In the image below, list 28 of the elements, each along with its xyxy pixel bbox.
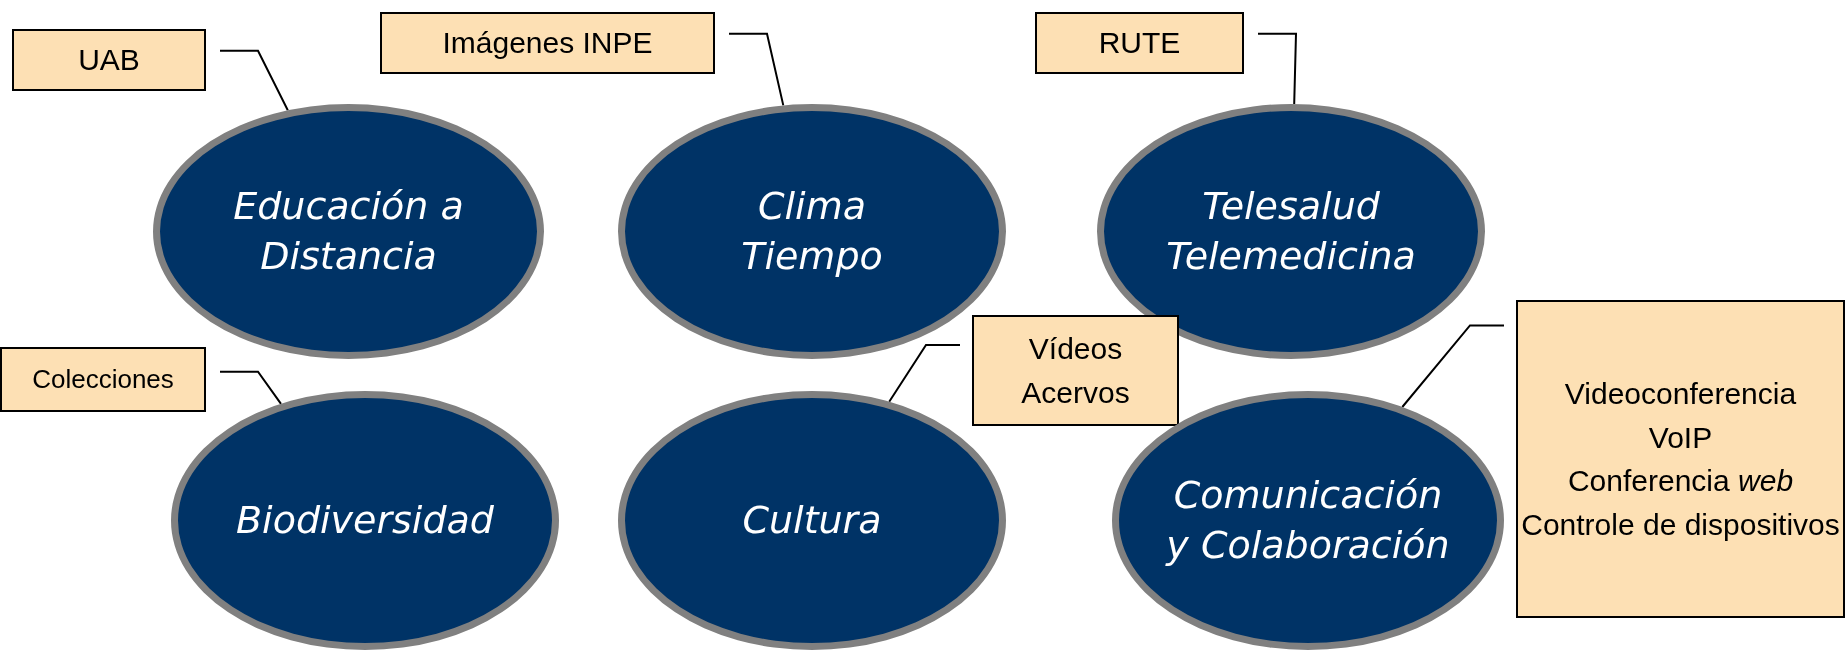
- callout-box: [0, 347, 206, 412]
- callout-box: [12, 29, 206, 91]
- topic-label: Telesalud: [1202, 183, 1380, 231]
- callout-text: Conferencia web: [1567, 463, 1794, 499]
- callout-box: [1516, 300, 1845, 618]
- topic-label: Comunicación y Colaboración: [1164, 472, 1451, 569]
- callout-text: Colecciones: [32, 362, 174, 396]
- callout-box: [380, 12, 715, 74]
- topic-label: Cultura: [742, 496, 882, 544]
- leader-line: [888, 343, 961, 403]
- callout-text: Imágenes INPE: [442, 25, 653, 62]
- leader-line: [1257, 32, 1298, 105]
- topic-label: Biodiversidad: [236, 496, 494, 544]
- topic-label: Clima: [758, 183, 866, 231]
- callout-text: Controle de dispositivos: [1521, 506, 1840, 543]
- leader-line: [219, 370, 282, 405]
- callout-box: [1035, 12, 1244, 74]
- callout-text: UAB: [78, 42, 140, 79]
- callout-text: Acervos: [1021, 374, 1130, 411]
- leader-line: [1401, 324, 1505, 408]
- callout-text: RUTE: [1098, 25, 1181, 62]
- callout-text: Vídeos: [1028, 331, 1123, 367]
- callout-box: [972, 315, 1179, 426]
- topic-label: Tiempo: [741, 232, 883, 280]
- topic-label: Educación a Distancia: [232, 183, 465, 280]
- callout-text: VoIP: [1648, 419, 1713, 456]
- callout-text: Videoconferencia: [1564, 376, 1797, 412]
- topic-label: Telemedicina: [1166, 232, 1416, 280]
